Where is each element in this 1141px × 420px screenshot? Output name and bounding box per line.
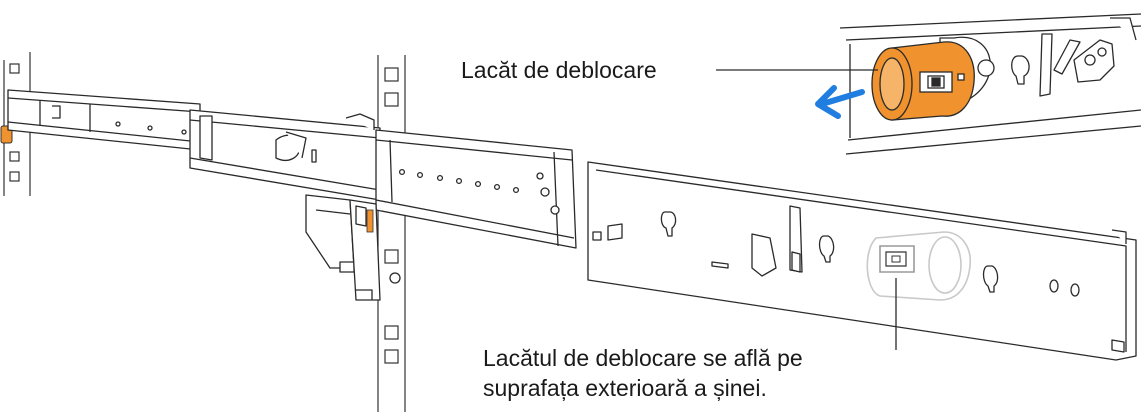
callout-lock-location-line2: suprafața exterioară a șinei.: [483, 375, 767, 401]
outer-rail-plate: [587, 161, 1137, 361]
callout-lock-location: Lacătul de deblocare se află pe suprafaț…: [483, 343, 803, 403]
slide-rail-assembly: [7, 89, 577, 301]
callout-release-lock-text: Lacăt de deblocare: [461, 57, 657, 83]
leader-lines: [716, 69, 897, 350]
arrow-left-icon: [815, 85, 865, 119]
ghost-release-lock: [866, 231, 971, 301]
rail-lock-marker: [366, 209, 374, 233]
callout-lock-location-line1: Lacătul de deblocare se află pe: [483, 345, 803, 371]
release-lock: [871, 41, 975, 121]
callout-release-lock: Lacăt de deblocare: [461, 55, 657, 85]
rack-post-right: [377, 55, 406, 412]
